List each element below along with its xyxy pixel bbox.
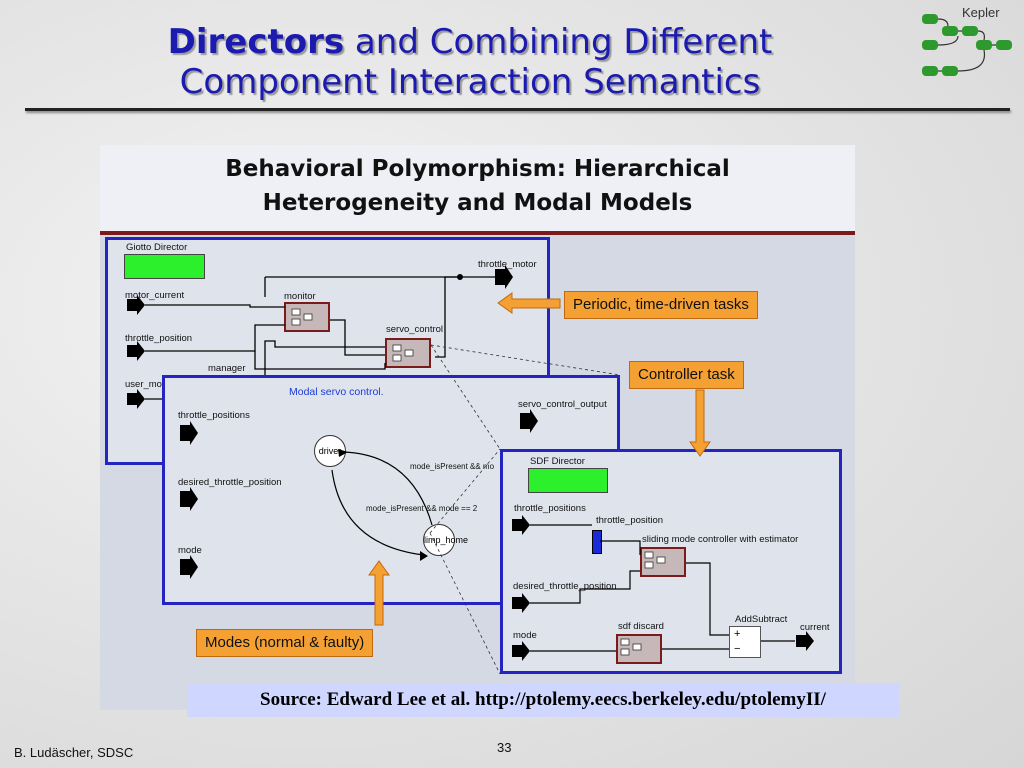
sdf-director-label: SDF Director bbox=[530, 456, 585, 467]
callout-controller: Controller task bbox=[629, 361, 744, 389]
minus-sign: − bbox=[734, 643, 741, 655]
modal-port-mode: mode bbox=[178, 545, 202, 556]
port-throttle-position-label: throttle_position bbox=[125, 333, 193, 344]
title-line2: Component Interaction Semantics bbox=[179, 62, 761, 102]
page-number: 33 bbox=[497, 740, 512, 755]
sdf-port-throttle-positions: throttle_positions bbox=[514, 503, 586, 514]
state-driver[interactable]: driver bbox=[314, 435, 346, 467]
throttle-motor-label: throttle_motor bbox=[478, 259, 537, 270]
sdf-throttle-position-label: throttle_position bbox=[596, 515, 664, 526]
giotto-wiring bbox=[127, 265, 513, 409]
kepler-logo bbox=[918, 8, 1018, 80]
figure-title-line2: Heterogeneity and Modal Models bbox=[262, 190, 693, 216]
modal-port-desired-throttle: desired_throttle_position bbox=[178, 477, 282, 488]
modal-wiring bbox=[180, 409, 538, 579]
kepler-logo-text: Kepler bbox=[962, 5, 1000, 20]
monitor-label: monitor bbox=[284, 291, 316, 302]
modal-port-servo-output: servo_control_output bbox=[518, 399, 607, 410]
modal-port-throttle-positions: throttle_positions bbox=[178, 410, 250, 421]
title-rest: and Combining Different bbox=[344, 22, 773, 62]
addsubtract-actor[interactable]: + − bbox=[729, 626, 761, 658]
port-motor-current-label: motor_current bbox=[125, 290, 185, 301]
sdf-discard-label: sdf discard bbox=[618, 621, 664, 632]
addsubtract-label: AddSubtract bbox=[735, 614, 788, 625]
giotto-director-label: Giotto Director bbox=[126, 242, 188, 253]
callout-periodic: Periodic, time-driven tasks bbox=[564, 291, 758, 319]
sdf-director-icon[interactable] bbox=[528, 468, 608, 493]
giotto-director-icon[interactable] bbox=[124, 254, 205, 279]
figure-title-line1: Behavioral Polymorphism: Hierarchical bbox=[225, 156, 730, 182]
source-citation: Source: Edward Lee et al. http://ptolemy… bbox=[187, 683, 899, 717]
sdf-port-mode: mode bbox=[513, 630, 537, 641]
sdf-port-current: current bbox=[800, 622, 830, 633]
plus-sign: + bbox=[734, 628, 741, 640]
figure-title-rule bbox=[100, 231, 855, 235]
footer-author: B. Ludäscher, SDSC bbox=[14, 745, 134, 760]
title-rule bbox=[25, 108, 1010, 111]
figure-title: Behavioral Polymorphism: Hierarchical He… bbox=[100, 152, 855, 220]
sliding-controller-label: sliding mode controller with estimator bbox=[642, 534, 799, 545]
actor-glyphs bbox=[291, 308, 414, 362]
port-arrows bbox=[127, 265, 513, 409]
callout-modes: Modes (normal & faulty) bbox=[196, 629, 374, 657]
figure-panel-header bbox=[100, 145, 855, 233]
guard-label-1: mode_isPresent && mo bbox=[410, 462, 495, 471]
slide-title: Directors and Combining Different Compon… bbox=[40, 22, 900, 102]
sdf-wiring bbox=[512, 515, 814, 661]
guard-label-2: mode_isPresent && mode == 2 bbox=[366, 504, 478, 513]
kepler-logo-icon bbox=[922, 14, 1012, 76]
port-user-mo-label: user_mo bbox=[125, 379, 162, 390]
sdf-port-desired-throttle: desired_throttle_position bbox=[513, 581, 617, 592]
throttle-position-probe[interactable] bbox=[592, 530, 602, 554]
callout-arrows bbox=[368, 292, 711, 626]
manager-label: manager bbox=[208, 363, 246, 374]
title-bold: Directors bbox=[167, 22, 345, 62]
modal-title: Modal servo control. bbox=[289, 386, 384, 398]
servo-control-label: servo_control bbox=[386, 324, 444, 335]
